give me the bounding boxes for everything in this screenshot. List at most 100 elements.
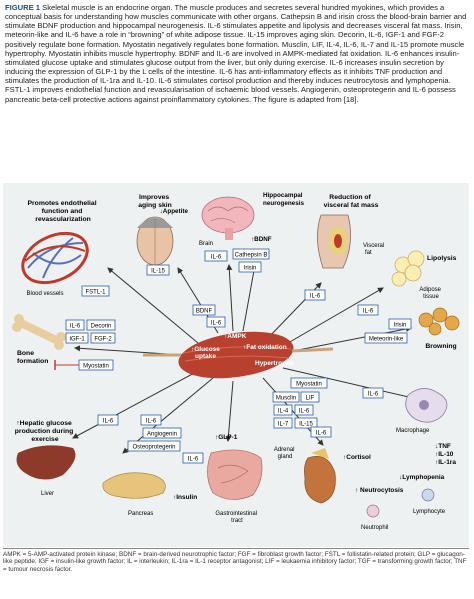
myokine-box bbox=[182, 452, 204, 464]
vessels-label: Blood vessels bbox=[26, 291, 63, 297]
brain-illustration: Brain ↓Appetite Hippocampal neurogenesis… bbox=[160, 192, 305, 247]
myokine-il15-skin: IL-15 bbox=[151, 269, 165, 275]
myokine-angiogenin: Angiogenin bbox=[147, 432, 177, 438]
lymphocyte-icon bbox=[421, 488, 435, 502]
brain-label: Brain bbox=[199, 241, 213, 247]
pancreas-illustration: Pancreas bbox=[102, 472, 166, 517]
neutrophil-icon bbox=[366, 504, 380, 518]
myokine-box bbox=[192, 304, 216, 316]
myokine-il6-hyp: IL-6 bbox=[299, 409, 310, 415]
liver-label: Liver bbox=[41, 491, 54, 497]
myokine-box bbox=[388, 318, 412, 330]
ampk-label: ↑AMPK bbox=[224, 333, 247, 340]
myokine-box bbox=[86, 319, 116, 331]
myokine-il6-panc: IL-6 bbox=[146, 419, 157, 425]
myokine-decorin: Decorin bbox=[91, 324, 112, 330]
gi-label: Gastrointestinal tract bbox=[215, 511, 258, 524]
myokine-box bbox=[362, 387, 384, 399]
myokine-box bbox=[204, 250, 228, 262]
glp1-label: ↑GLP-1 bbox=[215, 434, 238, 441]
glucose-label: ↑Glucose uptake bbox=[191, 346, 222, 360]
myokine-il6-visceral: IL-6 bbox=[310, 294, 321, 300]
il1ra-label: ↑IL-1ra bbox=[435, 459, 456, 466]
myokine-myostatin-hyp: Myostatin bbox=[296, 382, 322, 388]
myokine-box bbox=[232, 248, 270, 260]
myokine-box bbox=[238, 261, 262, 273]
caption-text: Skeletal muscle is an endocrine organ. T… bbox=[5, 3, 467, 104]
myokine-box bbox=[300, 391, 320, 403]
figure-footnote: AMPK = 5-AMP-activated protein kinase; B… bbox=[3, 551, 467, 573]
myokine-il6-bone: IL-6 bbox=[70, 324, 81, 330]
lymphopenia-label: ↓Lymphopenia bbox=[399, 474, 445, 481]
neutrophil-label: Neutrophil bbox=[361, 525, 388, 531]
muscle-illustration: ↑AMPK ↑Glucose uptake ↑Fat oxidation Hyp… bbox=[143, 331, 334, 379]
myokine-box bbox=[142, 427, 182, 439]
adrenal-label: Adrenal gland bbox=[274, 447, 296, 460]
liver-title: ↑Hepatic glucose production during exerc… bbox=[15, 420, 75, 443]
myokine-il6-brain: IL-6 bbox=[211, 255, 222, 261]
macrophage-label: Macrophage bbox=[396, 428, 430, 434]
myokine-igf1: IGF-1 bbox=[69, 337, 85, 343]
kidney-illustration: Adrenal gland bbox=[274, 447, 336, 504]
myokine-box bbox=[146, 264, 170, 276]
myokine-box bbox=[310, 426, 332, 438]
myokine-osteoprotegerin: Osteoprotegerin bbox=[132, 445, 175, 451]
myokine-il6-ampk: IL-6 bbox=[211, 321, 222, 327]
myokine-box bbox=[272, 391, 300, 403]
myokine-box bbox=[65, 332, 89, 344]
figure-caption: FIGURE 1 Skeletal muscle is an endocrine… bbox=[5, 3, 471, 104]
myokine-lif: LIF bbox=[306, 396, 315, 402]
myokine-box bbox=[206, 316, 226, 328]
il10-label: ↑IL-10 bbox=[435, 451, 454, 458]
appetite-label: ↓Appetite bbox=[160, 208, 189, 215]
myokine-fstl1: FSTL-1 bbox=[85, 290, 106, 296]
myokine-irisin-brain: Irisin bbox=[244, 266, 257, 272]
myokine-box bbox=[140, 414, 162, 426]
myokine-box bbox=[290, 377, 328, 389]
myokine-myostatin-bone: Myostatin bbox=[83, 364, 109, 370]
visceral-fat-illustration: Reduction of visceral fat mass Visceral … bbox=[317, 194, 386, 269]
neutrocytosis-label: ↑ Neutrocytosis bbox=[355, 487, 404, 494]
bone-illustration: Bone formation bbox=[12, 314, 66, 365]
cortisol-label: ↑Cortisol bbox=[343, 454, 371, 461]
hippocampal-label: Hippocampal neurogenesis bbox=[263, 192, 304, 207]
face-illustration: Improves aging skin bbox=[136, 194, 174, 266]
tnf-label: ↓TNF bbox=[435, 443, 451, 450]
blood-vessels-illustration: Promotes endothelial function and revasc… bbox=[21, 200, 97, 297]
liver-illustration: ↑Hepatic glucose production during exerc… bbox=[15, 420, 76, 497]
myokine-il6-gi: IL-6 bbox=[188, 457, 199, 463]
figure-illustration: Promotes endothelial function and revasc… bbox=[3, 183, 469, 547]
myokine-box bbox=[357, 304, 379, 316]
macrophage-illustration: Macrophage ↓TNF ↑IL-10 ↑IL-1ra bbox=[396, 388, 456, 466]
myokine-meteorin: Meteorin-like bbox=[369, 337, 404, 343]
figure-label: FIGURE 1 bbox=[5, 3, 41, 12]
myokine-fgf2: FGF-2 bbox=[94, 337, 112, 343]
myokine-diagram: Promotes endothelial function and revasc… bbox=[12, 192, 460, 531]
bdnf-up-label: ↑BDNF bbox=[251, 236, 272, 243]
gi-tract-illustration: Gastrointestinal tract bbox=[207, 449, 263, 524]
myokine-box bbox=[294, 417, 318, 429]
visceral-title: Reduction of visceral fat mass bbox=[324, 194, 379, 209]
myokine-bdnf: BDNF bbox=[196, 309, 213, 315]
myokine-il15-hyp: IL-15 bbox=[299, 422, 313, 428]
myokine-il6-macro: IL-6 bbox=[368, 392, 379, 398]
myokine-il6-liver: IL-6 bbox=[103, 419, 114, 425]
lipolysis-label: Lipolysis bbox=[427, 255, 457, 262]
myokine-box bbox=[65, 319, 85, 331]
insulin-label: ↑Insulin bbox=[173, 494, 197, 501]
myokine-il4: IL-4 bbox=[278, 409, 289, 415]
myokine-il6-adrenal: IL-6 bbox=[316, 431, 327, 437]
adipose-label: Adipose tissue bbox=[419, 287, 442, 300]
lymphocyte-label: Lymphocyte bbox=[413, 509, 446, 515]
myokine-box bbox=[294, 404, 314, 416]
skin-title: Improves aging skin bbox=[138, 194, 172, 209]
pancreas-label: Pancreas bbox=[128, 511, 153, 517]
myokine-box bbox=[364, 332, 408, 344]
myokine-il7: IL-7 bbox=[278, 422, 289, 428]
myokine-box bbox=[97, 414, 119, 426]
myokine-il6-adipose: IL-6 bbox=[363, 309, 374, 315]
myokine-musclin: Musclin bbox=[276, 396, 296, 402]
footnote-rule bbox=[3, 548, 469, 549]
visceral-label: Visceral fat bbox=[363, 243, 386, 256]
myokine-box bbox=[90, 332, 116, 344]
